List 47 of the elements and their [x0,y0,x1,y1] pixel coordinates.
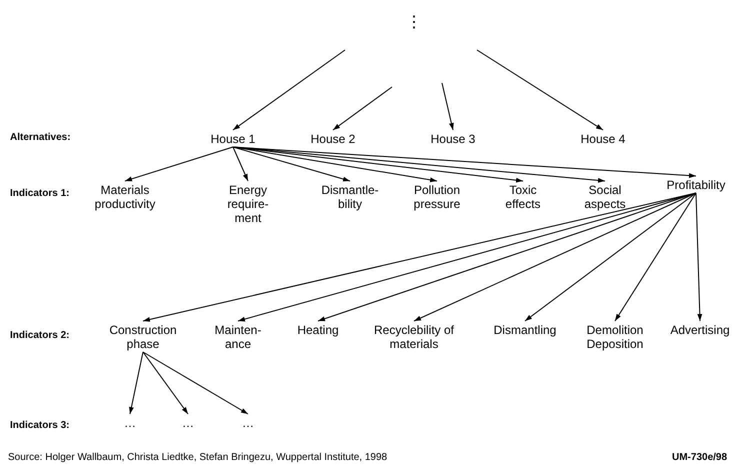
arrow [232,146,248,182]
arrow [442,82,454,130]
node-label: Dismantle-bility [317,183,383,211]
arrow [332,86,392,130]
node-label: House 4 [573,132,633,146]
arrow [232,146,438,182]
arrow [476,50,604,130]
node-label: Toxic effects [498,183,548,211]
node-label: Profitability [656,178,736,192]
node-label: Materials productivity [80,183,170,211]
arrow [129,352,144,414]
arrow [696,192,702,322]
node-label: Construction phase [102,323,184,351]
arrow [232,146,524,183]
arrow [238,192,696,322]
dots: ⋮ [406,13,422,32]
row-label: Indicators 1: [10,188,70,199]
node-label: Social aspects [578,183,632,211]
node-label: Demolition Deposition [581,323,649,351]
node-label: Recyclebility of materials [372,323,456,351]
arrow [524,192,696,322]
node-label: … [237,416,259,430]
node-label: House 3 [423,132,483,146]
row-label: Indicators 3: [10,420,70,431]
arrow [318,192,696,322]
node-label: … [119,416,141,430]
node-label: Heating [288,323,348,337]
arrow [232,146,696,178]
arrow [614,192,696,322]
arrow [232,146,350,182]
node-label: House 2 [303,132,363,146]
node-label: Advertising [666,323,734,337]
node-label: Pollution pressure [407,183,467,211]
node-label: … [177,416,199,430]
node-label: Mainten-ance [210,323,266,351]
row-label: Indicators 2: [10,330,70,341]
node-label: Dismantling [485,323,565,337]
node-label: House 1 [203,132,263,146]
node-label: Energy require-ment [222,183,274,225]
arrow [124,146,234,182]
source-note: Source: Holger Wallbaum, Christa Liedtke, Stefan Bringezu, Wuppertal Institute, 1998 [8,452,388,463]
arrow [142,352,188,414]
figure-id: UM-730e/98 [672,452,728,463]
arrow [232,50,346,130]
arrow [414,192,696,322]
arrow [142,352,248,414]
row-label: Alternatives: [10,132,71,143]
